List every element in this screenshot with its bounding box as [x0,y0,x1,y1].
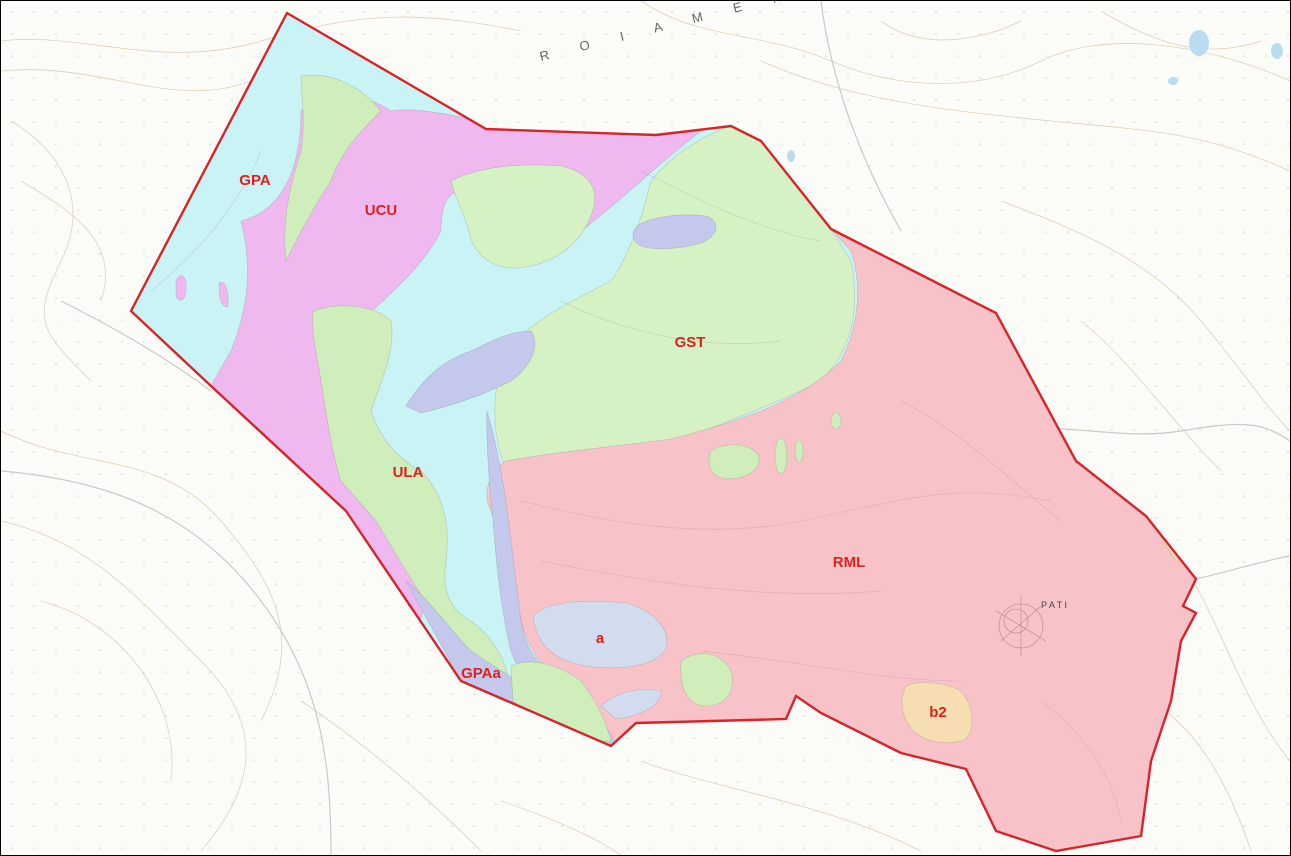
unit-a-area[interactable] [532,600,668,669]
unit-ucu-patch-west-b[interactable] [218,281,229,307]
unit-ula-patch-small-b[interactable] [794,439,804,463]
label-a: a [596,630,605,647]
pati-settlement [995,596,1047,656]
unit-a-patch[interactable] [600,688,662,720]
unit-ula-patch-east[interactable] [680,653,733,707]
unit-ula-patch-mid[interactable] [708,444,760,480]
unit-ula-patch-small-a[interactable] [774,437,788,475]
unit-ula-area[interactable] [284,74,512,692]
unit-b2-area[interactable] [901,682,973,744]
label-gst: GST [675,334,706,351]
lakes [787,30,1283,162]
label-b2: b2 [929,704,947,721]
unit-gpaa-patch[interactable] [405,330,536,414]
town-name-label: P A T I [1041,600,1067,610]
label-rml: RML [833,554,866,571]
unit-ula-patch-small-c[interactable] [830,412,842,430]
internal-contours [150,150,1122,822]
label-gpa: GPA [239,172,271,189]
label-ucu: UCU [365,202,398,219]
unit-gst-patch-north[interactable] [450,164,596,269]
unit-gpaa-patch-north[interactable] [632,214,717,250]
label-ula: ULA [393,464,424,481]
label-gpaa: GPAa [461,665,501,682]
unit-ucu-patch-west[interactable] [175,275,187,301]
